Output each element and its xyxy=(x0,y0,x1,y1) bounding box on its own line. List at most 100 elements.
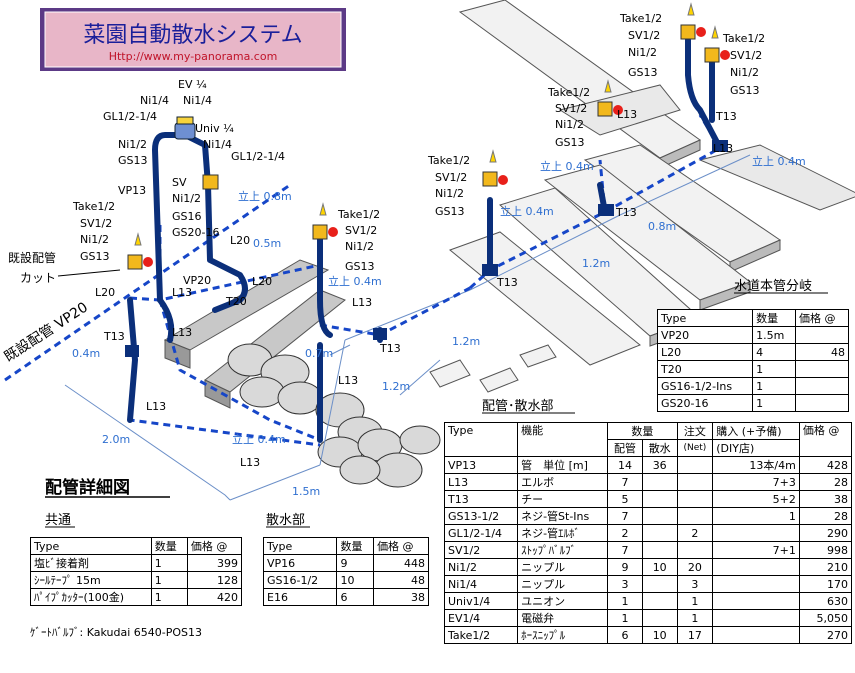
svg-text:SV: SV xyxy=(172,176,187,189)
svg-text:Ni1/2: Ni1/2 xyxy=(345,240,374,253)
parts-table: Type 機能 数量 注文 購入 (+予備) 価格 @ 配管 散水 (Net) … xyxy=(443,422,853,644)
svg-text:EV ¼: EV ¼ xyxy=(178,78,207,91)
svg-text:Take1/2: Take1/2 xyxy=(427,154,470,167)
header-cell: 価格 @ xyxy=(798,422,853,457)
svg-text:Ni1/2: Ni1/2 xyxy=(435,187,464,200)
header-cell: 価格 @ xyxy=(795,309,849,327)
svg-text:立上 0.4m: 立上 0.4m xyxy=(752,154,806,168)
svg-text:Ni1/2: Ni1/2 xyxy=(730,66,759,79)
svg-text:T20: T20 xyxy=(225,295,247,308)
svg-text:0.8m: 0.8m xyxy=(648,220,676,233)
svg-text:L20: L20 xyxy=(230,234,250,247)
svg-text:Ni1/2: Ni1/2 xyxy=(118,138,147,151)
svg-text:T13: T13 xyxy=(379,342,401,355)
svg-text:立上 0.8m: 立上 0.8m xyxy=(238,189,292,203)
stop-valve-icon xyxy=(202,174,219,190)
take-nipple-icon xyxy=(704,25,730,63)
svg-text:Ni1/4: Ni1/4 xyxy=(183,94,212,107)
svg-text:2.0m: 2.0m xyxy=(102,433,130,446)
header-cell: 購入 (+予備) xyxy=(712,422,800,440)
svg-text:1.2m: 1.2m xyxy=(582,257,610,270)
svg-text:T13: T13 xyxy=(615,206,637,219)
svg-text:Univ ¼: Univ ¼ xyxy=(195,122,234,135)
header-cell: 数量 xyxy=(752,309,796,327)
header-cell: 価格 @ xyxy=(373,537,429,555)
valve-group-a-labels: Take1/2 SV1/2 Ni1/2 GS13 xyxy=(337,208,380,273)
svg-text:SV1/2: SV1/2 xyxy=(730,49,762,62)
svg-text:GS16: GS16 xyxy=(172,210,202,223)
svg-text:Take1/2: Take1/2 xyxy=(337,208,380,221)
svg-text:GS13: GS13 xyxy=(730,84,760,97)
svg-text:GL1/2-1/4: GL1/2-1/4 xyxy=(231,150,285,163)
main-heading: 配管詳細図 xyxy=(45,477,130,498)
section-common: 共通 xyxy=(45,513,71,528)
svg-text:GS13: GS13 xyxy=(345,260,375,273)
tee-fitting xyxy=(125,345,139,357)
dimension-lines xyxy=(64,154,751,501)
svg-text:0.4m: 0.4m xyxy=(72,347,100,360)
svg-text:SV1/2: SV1/2 xyxy=(435,171,467,184)
svg-text:GS13: GS13 xyxy=(80,250,110,263)
svg-text:GS13: GS13 xyxy=(628,66,658,79)
svg-text:VP13: VP13 xyxy=(118,184,146,197)
take-nipple-icon xyxy=(312,202,338,240)
svg-text:VP20: VP20 xyxy=(183,274,211,287)
svg-text:Ni1/4: Ni1/4 xyxy=(140,94,169,107)
svg-text:GS20-16: GS20-16 xyxy=(172,226,219,239)
svg-text:L13: L13 xyxy=(172,286,192,299)
svg-text:SV1/2: SV1/2 xyxy=(345,224,377,237)
fitting-labels: L20 L13 L20 T20 L20 T13 L13 L13 L13 T13 … xyxy=(95,108,737,469)
valve-group-d-labels: Take1/2 SV1/2 Ni1/2 GS13 xyxy=(619,12,662,79)
take-nipple-icon xyxy=(127,232,153,270)
title-text: 菜園自動散水システム xyxy=(83,23,302,48)
svg-text:SV1/2: SV1/2 xyxy=(555,102,587,115)
svg-text:L13: L13 xyxy=(338,374,358,387)
svg-text:立上 0.4m: 立上 0.4m xyxy=(232,432,286,446)
header-cell: (DIY店) xyxy=(712,439,800,457)
svg-text:Ni1/2: Ni1/2 xyxy=(555,118,584,131)
svg-text:L13: L13 xyxy=(352,296,372,309)
solenoid-valve-icon xyxy=(174,116,196,140)
svg-text:1.2m: 1.2m xyxy=(452,335,480,348)
svg-text:0.7m: 0.7m xyxy=(305,347,333,360)
valve-icons xyxy=(125,2,730,357)
section-mains-branch: 水道本管分岐 xyxy=(734,279,812,294)
valve-group-b-labels: Take1/2 SV1/2 Ni1/2 GS13 xyxy=(427,154,470,218)
take-nipple-icon xyxy=(597,79,623,117)
gate-valve-note: ｹﾞｰﾄﾊﾞﾙﾌﾞ: Kakudai 6540-POS13 xyxy=(30,626,202,639)
svg-text:GL1/2-1/4: GL1/2-1/4 xyxy=(103,110,157,123)
svg-text:T13: T13 xyxy=(496,276,518,289)
svg-text:Take1/2: Take1/2 xyxy=(72,200,115,213)
header-cell: 数量 xyxy=(607,422,678,440)
header-cell: Type xyxy=(30,537,152,555)
svg-text:L20: L20 xyxy=(252,275,272,288)
section-sprinkler: 散水部 xyxy=(266,513,305,528)
svg-text:Ni1/2: Ni1/2 xyxy=(80,233,109,246)
svg-text:Take1/2: Take1/2 xyxy=(722,32,765,45)
title-url[interactable]: Http://www.my-panorama.com xyxy=(109,50,278,63)
svg-text:L13: L13 xyxy=(146,400,166,413)
svg-text:GS13: GS13 xyxy=(555,136,585,149)
svg-text:L13: L13 xyxy=(713,142,733,155)
svg-text:Ni1/4: Ni1/4 xyxy=(203,138,232,151)
header-cell: Type xyxy=(443,422,519,457)
pipes xyxy=(127,37,723,443)
